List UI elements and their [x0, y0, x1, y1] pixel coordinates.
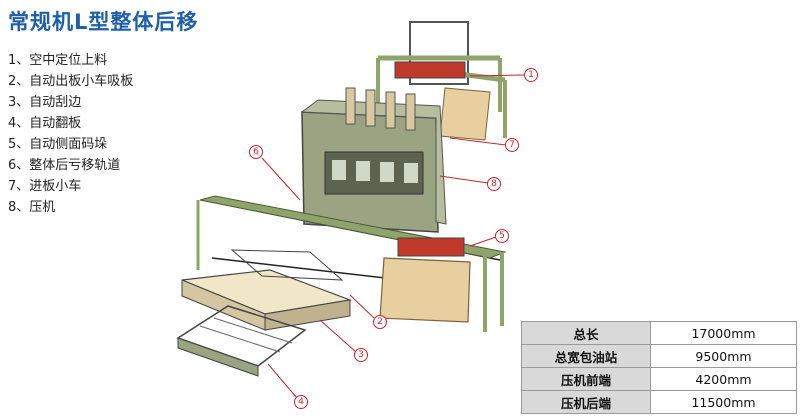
callout-5: 5	[495, 229, 509, 243]
side-stacking-station	[379, 237, 471, 323]
spec-value: 11500mm	[650, 390, 797, 414]
legend-item: 5、自动侧面码垛	[8, 137, 108, 152]
page-title: 常规机L型整体后移	[8, 10, 199, 34]
callout-1: 1	[524, 68, 538, 82]
spec-value: 17000mm	[650, 321, 797, 345]
legend-item: 3、自动刮边	[8, 95, 82, 110]
flipping-unit	[176, 305, 307, 377]
callout-6: 6	[249, 145, 263, 159]
legend-item: 8、压机	[8, 200, 56, 215]
spec-label: 压机后端	[521, 390, 651, 414]
svg-text:2: 2	[377, 317, 383, 327]
svg-text:4: 4	[298, 397, 304, 407]
callout-7: 7	[505, 138, 519, 152]
svg-text:8: 8	[491, 179, 497, 189]
svg-text:6: 6	[253, 147, 259, 157]
spec-value: 4200mm	[650, 367, 797, 391]
spec-label: 总长	[521, 321, 651, 345]
legend-item: 6、整体后亏移轨道	[8, 158, 121, 173]
legend-item: 1、空中定位上料	[8, 53, 108, 68]
loading-gantry	[376, 21, 507, 138]
outfeed-table	[181, 249, 353, 331]
callout-leaders	[261, 74, 525, 399]
callout-2: 2	[373, 315, 387, 329]
svg-text:3: 3	[358, 350, 364, 360]
spec-label: 总宽包油站	[521, 344, 651, 368]
callout-8: 8	[487, 177, 501, 191]
infeed-wood-stack	[439, 87, 491, 141]
svg-text:1: 1	[528, 70, 534, 80]
callout-3: 3	[354, 348, 368, 362]
svg-text:5: 5	[499, 231, 505, 241]
legend-item: 7、进板小车	[8, 179, 82, 194]
spec-value: 9500mm	[650, 344, 797, 368]
press	[300, 87, 447, 233]
legend-item: 2、自动出板小车吸板	[8, 74, 134, 89]
spec-label: 压机前端	[521, 367, 651, 391]
callout-4: 4	[294, 395, 308, 409]
component-legend: 1、空中定位上料 2、自动出板小车吸板 3、自动刮边 4、自动翻板 5、自动侧面…	[8, 50, 133, 218]
legend-item: 4、自动翻板	[8, 116, 82, 131]
svg-text:7: 7	[509, 140, 515, 150]
